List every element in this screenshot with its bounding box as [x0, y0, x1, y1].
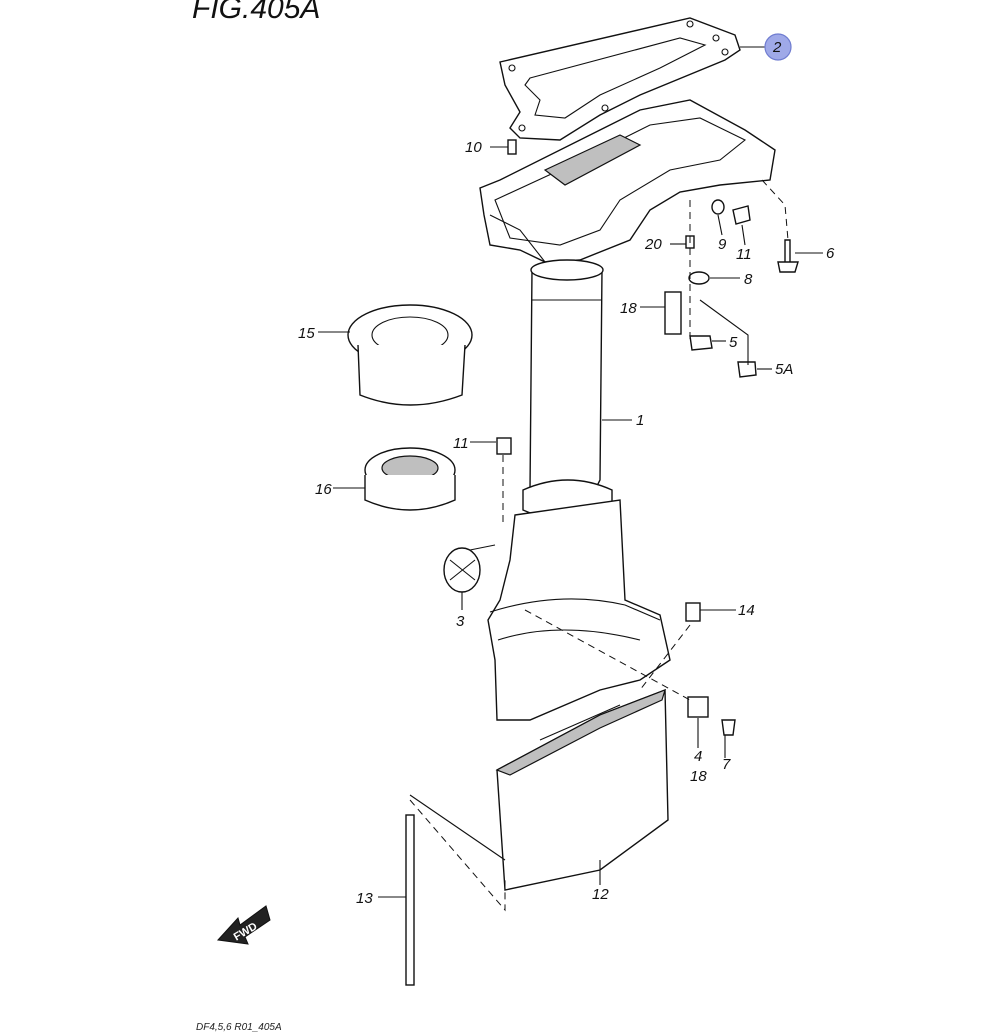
part-label-3[interactable]: 3	[456, 613, 465, 630]
figure-title: FIG.405A	[192, 0, 321, 25]
part-label-6[interactable]: 6	[826, 245, 835, 262]
selected-part-highlight	[764, 33, 792, 61]
part-label-18[interactable]: 18	[620, 300, 637, 317]
lower-housing[interactable]	[487, 499, 671, 721]
part-label-20[interactable]: 20	[644, 236, 662, 253]
part-label-1[interactable]: 1	[636, 412, 644, 429]
part-label-11[interactable]: 11	[736, 246, 752, 263]
housing-top-plate[interactable]	[479, 99, 776, 263]
fwd-arrow-icon: FWD	[216, 905, 271, 945]
lower-cover[interactable]	[495, 688, 669, 891]
part-label-9[interactable]: 9	[718, 236, 727, 253]
part-label-2[interactable]: 2	[772, 39, 782, 56]
leader-lines	[318, 46, 823, 912]
part-label-8[interactable]: 8	[744, 271, 753, 288]
part-labels: 2 10 9 11 20 6 8 18 5 5A 15 1 11 16 3 14…	[298, 39, 835, 907]
part-label-5a[interactable]: 5A	[775, 361, 793, 378]
gasket-part[interactable]	[499, 17, 741, 141]
driveshaft-tube[interactable]	[522, 259, 613, 521]
part-label-19[interactable]: 18	[690, 768, 707, 785]
part-label-10[interactable]: 10	[465, 139, 482, 156]
part-label-15[interactable]: 14	[738, 602, 755, 619]
part-label-17[interactable]: 16	[315, 481, 332, 498]
part-label-7[interactable]: 7	[722, 756, 731, 773]
part-label-12[interactable]: 11	[453, 435, 469, 452]
figure-footer: DF4,5,6 R01_405A	[196, 1022, 282, 1033]
part-label-4[interactable]: 4	[694, 748, 702, 765]
part-label-14[interactable]: 13	[356, 890, 373, 907]
cap-part[interactable]	[443, 544, 496, 593]
part-label-5[interactable]: 5	[729, 334, 738, 351]
seal-part[interactable]	[364, 447, 456, 511]
part-label-13[interactable]: 12	[592, 886, 609, 903]
part-label-16[interactable]: 15	[298, 325, 315, 342]
bushing-part[interactable]	[347, 304, 473, 406]
